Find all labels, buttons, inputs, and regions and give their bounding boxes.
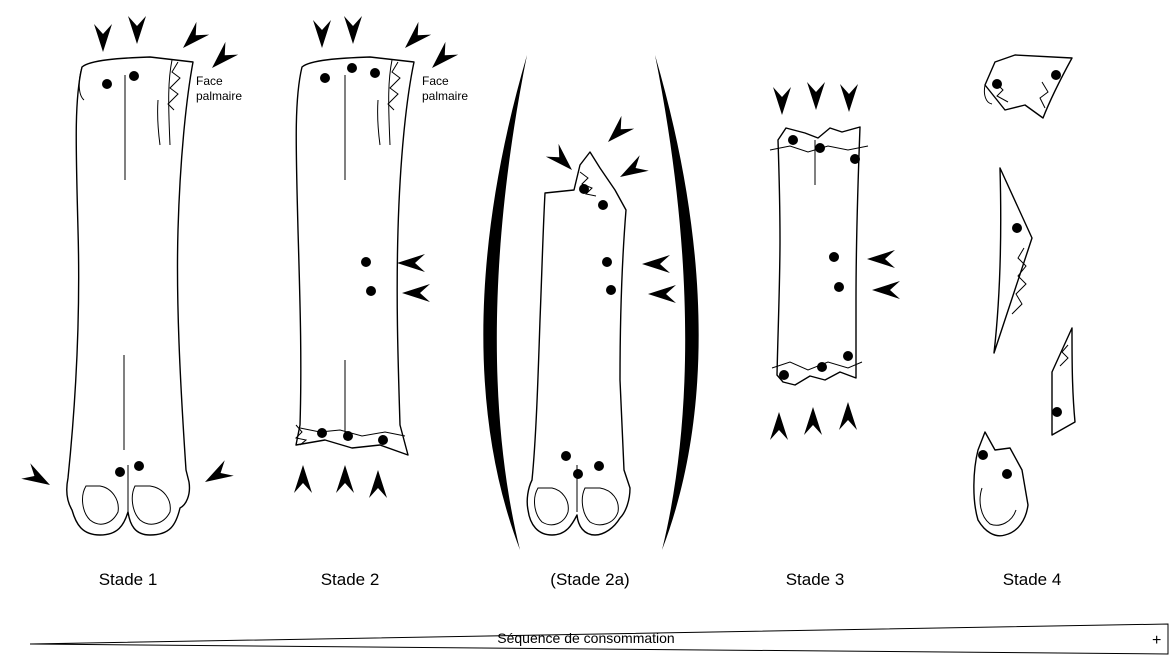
- face-label-line1: Face: [422, 74, 468, 89]
- stade-3-bone: [770, 127, 868, 385]
- face-label-line2: palmaire: [196, 89, 242, 104]
- stage-label-3: Stade 3: [786, 570, 845, 590]
- stage-label-2: Stade 2: [321, 570, 380, 590]
- stade-2a-bone: [483, 55, 698, 550]
- sequence-label: Séquence de consommation: [497, 630, 674, 646]
- face-label-line2: palmaire: [422, 89, 468, 104]
- stade-4-fragments: [974, 55, 1075, 536]
- face-palmaire-label-1: Face palmaire: [196, 74, 242, 104]
- face-label-line1: Face: [196, 74, 242, 89]
- stade-2-bone: [296, 57, 414, 455]
- stage-label-2a: (Stade 2a): [550, 570, 629, 590]
- fragment-small: [1052, 328, 1075, 435]
- fragment-middle: [994, 168, 1032, 353]
- stage-label-4: Stade 4: [1003, 570, 1062, 590]
- sequence-plus: +: [1152, 632, 1161, 650]
- face-palmaire-label-2: Face palmaire: [422, 74, 468, 104]
- stage-label-1: Stade 1: [99, 570, 158, 590]
- stade-1-bone: [67, 57, 193, 535]
- fragment-condyle: [974, 432, 1028, 536]
